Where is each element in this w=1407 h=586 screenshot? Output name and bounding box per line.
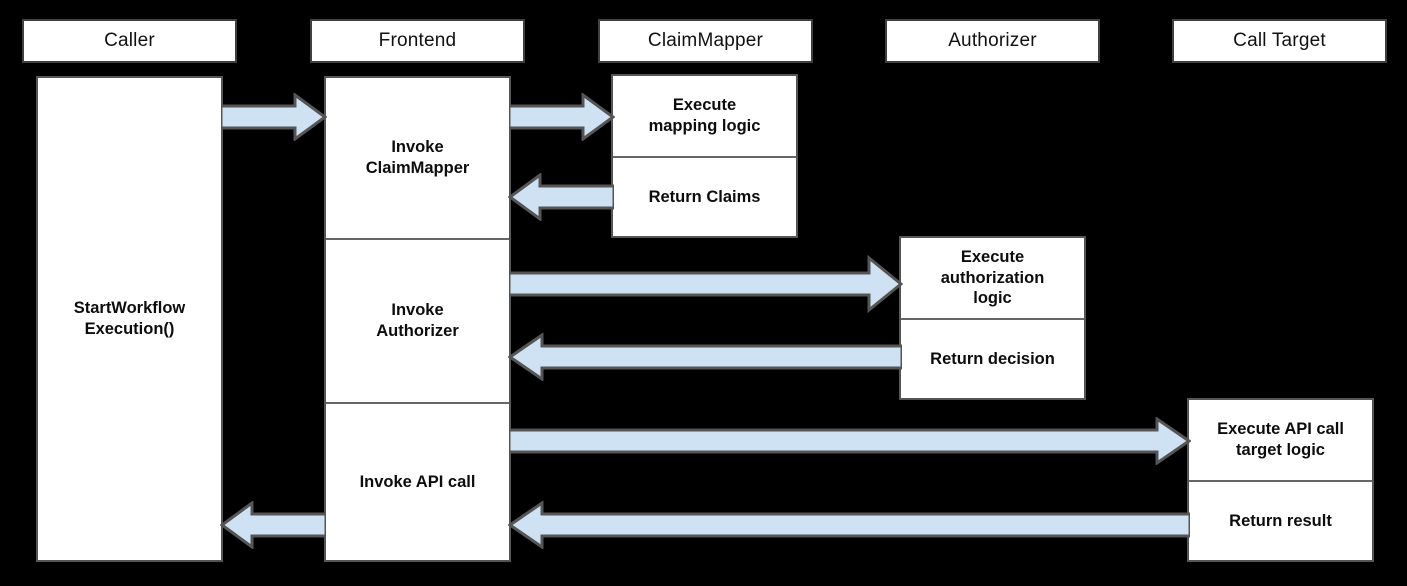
lifeline-header-caller-label: Caller [104,30,155,51]
activation-claimmapper-segment-0: Execute mapping logic [648,96,761,135]
activation-calltarget-segment-1: Return result [1189,480,1372,560]
lifeline-header-frontend-label: Frontend [378,30,457,51]
message-arrow-calltarget-to-frontend[interactable] [508,501,1190,549]
activation-caller[interactable]: StartWorkflow Execution() [36,76,223,562]
activation-frontend-segment-0: Invoke ClaimMapper [365,138,470,177]
activation-calltarget[interactable]: Execute API call target logic Return res… [1187,398,1374,562]
lifeline-header-claimmapper-label: ClaimMapper [647,30,764,51]
lifeline-header-caller[interactable]: Caller [22,19,237,63]
activation-claimmapper-segment-1: Return Claims [613,156,796,236]
activation-authorizer-segment-1: Return decision [901,318,1084,398]
message-arrow-claimmapper-to-frontend[interactable] [508,173,614,221]
message-arrow-frontend-to-claimmapper[interactable] [509,93,615,141]
message-arrow-frontend-to-caller[interactable] [220,501,326,549]
lifeline-header-claimmapper[interactable]: ClaimMapper [598,19,813,63]
message-arrow-authorizer-to-frontend[interactable] [508,333,902,381]
message-arrow-frontend-to-authorizer[interactable] [509,255,903,313]
lifeline-header-calltarget-label: Call Target [1233,30,1326,51]
activation-frontend-segment-2: Invoke API call [326,402,509,560]
activation-caller-segment-0: StartWorkflow Execution() [73,299,186,338]
lifeline-header-authorizer-label: Authorizer [948,30,1037,51]
activation-calltarget-segment-0: Execute API call target logic [1217,420,1344,459]
activation-authorizer-segment-0: Execute authorization logic [940,248,1045,308]
message-arrow-frontend-to-calltarget[interactable] [509,417,1191,465]
lifeline-header-frontend[interactable]: Frontend [310,19,525,63]
activation-authorizer[interactable]: Execute authorization logic Return decis… [899,236,1086,400]
lifeline-header-calltarget[interactable]: Call Target [1172,19,1387,63]
message-arrow-caller-to-frontend[interactable] [221,93,327,141]
activation-frontend[interactable]: Invoke ClaimMapper Invoke Authorizer Inv… [324,76,511,562]
lifeline-header-authorizer[interactable]: Authorizer [885,19,1100,63]
activation-frontend-segment-1: Invoke Authorizer [326,238,509,402]
activation-claimmapper[interactable]: Execute mapping logic Return Claims [611,74,798,238]
